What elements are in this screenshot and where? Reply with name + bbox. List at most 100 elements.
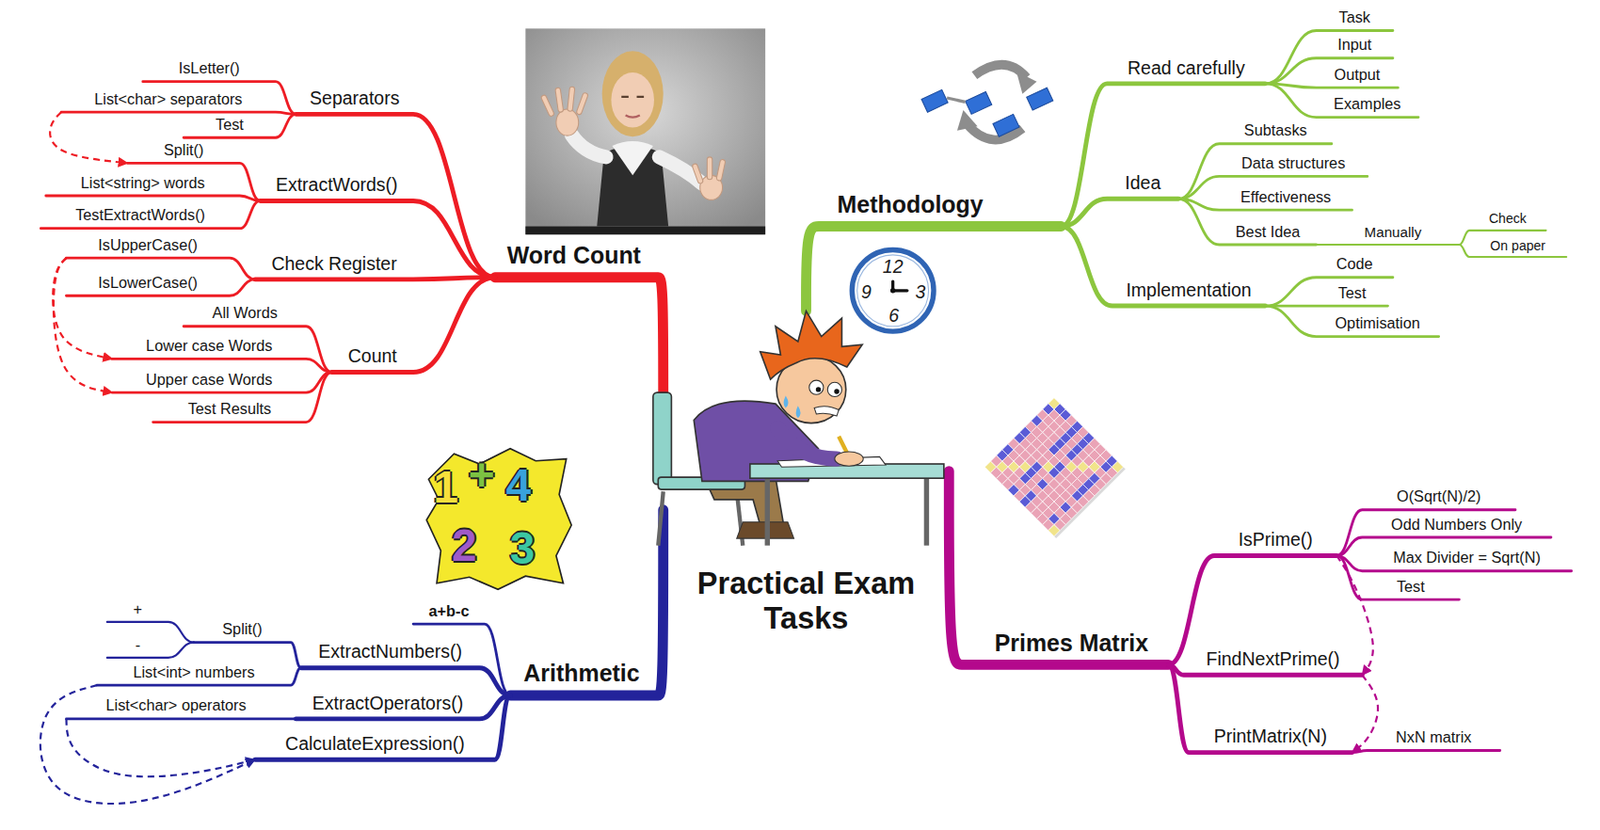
- topic-node: IsPrime(): [1214, 528, 1337, 552]
- topic-node: List<char> operators: [65, 695, 286, 717]
- leaf-text: List<char> operators: [105, 696, 246, 716]
- branch-line: [1264, 83, 1419, 118]
- branch-line: [948, 471, 1168, 666]
- girl-photo-part: [571, 134, 607, 158]
- girl-photo-part: [691, 162, 704, 184]
- student-cartoon: [653, 310, 944, 545]
- topic-node: Primes Matrix: [974, 628, 1168, 659]
- main-topic-text: Primes Matrix: [994, 629, 1149, 658]
- topic-node: List<char> separators: [61, 89, 276, 111]
- girl-photo-part: [602, 50, 664, 137]
- topic-node: IsUpperCase(): [65, 235, 229, 256]
- clock-numeral: 6: [888, 306, 899, 326]
- girl-photo-part: [556, 109, 579, 136]
- process-icon-part: [1026, 87, 1054, 111]
- numbers-clipart-part: [426, 448, 572, 591]
- process-icon-part: [965, 92, 992, 115]
- clipart-digit: 1: [433, 464, 460, 511]
- branch-line: [1264, 31, 1393, 84]
- branch-line: [61, 112, 296, 114]
- topic-node: Max Divider = Sqrt(N): [1361, 547, 1571, 569]
- student-cartoon-part: [924, 478, 929, 546]
- leaf-text: Test Results: [188, 400, 272, 419]
- topic-node: FindNextPrime(): [1184, 647, 1363, 672]
- subtopic-text: ExtractOperators(): [312, 692, 464, 715]
- clipart-digit: +: [468, 452, 496, 498]
- topic-node: a+b-c: [413, 601, 485, 623]
- girl-photo-part: [612, 141, 654, 176]
- clock-icon-part: [857, 255, 929, 327]
- branch-line: [107, 622, 194, 643]
- girl-photo: [525, 28, 766, 235]
- girl-photo-part: [555, 87, 564, 113]
- leaf-text: Lower case Words: [145, 336, 272, 356]
- topic-node: ExtractOperators(): [295, 691, 480, 716]
- topic-node: On paper: [1469, 237, 1567, 256]
- leaf-text: Test: [215, 115, 244, 135]
- topic-node: IsLowerCase(): [65, 272, 229, 294]
- leaf-text: Split(): [222, 620, 262, 640]
- student-cartoon-part: [760, 310, 863, 380]
- topic-node: Manually: [1326, 223, 1459, 242]
- leaf-text: NxN matrix: [1395, 728, 1472, 748]
- student-cartoon-part: [777, 428, 837, 460]
- girl-photo-part: [540, 86, 726, 200]
- branch-line: [1264, 277, 1393, 306]
- leaf-text: +: [133, 600, 144, 620]
- topic-node: Effectiveness: [1219, 187, 1353, 208]
- clock-numeral: 9: [861, 283, 872, 303]
- topic-node: O(Sqrt(N)/2): [1361, 486, 1516, 508]
- student-cartoon-part: [814, 406, 839, 416]
- girl-photo-part: [525, 226, 766, 236]
- branch-line: [1316, 243, 1460, 246]
- prime-grid-shadow: [987, 400, 1126, 539]
- leaf-text: Max Divider = Sqrt(N): [1392, 548, 1541, 568]
- branch-line: [107, 642, 194, 658]
- branch-line: [255, 277, 496, 280]
- topic-node: Split(): [128, 140, 240, 161]
- branch-line: [1264, 58, 1393, 84]
- branch-line: [1168, 664, 1352, 752]
- topic-node: Subtasks: [1219, 120, 1332, 142]
- dependency-arrow: [65, 719, 256, 777]
- topic-node: Input: [1316, 34, 1393, 56]
- branch-line: [259, 200, 495, 277]
- topic-node: Separators: [295, 86, 414, 111]
- leaf-text: IsUpperCase(): [97, 236, 198, 256]
- leaf-text: On paper: [1489, 238, 1546, 255]
- topic-node: Data structures: [1219, 153, 1368, 175]
- student-cartoon-part: [827, 382, 842, 397]
- leaf-text: IsLetter(): [178, 59, 240, 79]
- branch-line: [112, 358, 332, 372]
- subtopic-text: Check Register: [271, 253, 397, 275]
- subtopic-text: ExtractNumbers(): [318, 640, 463, 663]
- main-topic-text: Word Count: [507, 241, 641, 271]
- subtopic-text: Idea: [1124, 172, 1161, 194]
- process-icon-part: [921, 89, 948, 112]
- leaf-text: Effectiveness: [1240, 188, 1331, 208]
- topic-node: +: [107, 599, 169, 621]
- topic-node: Test: [1361, 576, 1459, 598]
- dependency-arrow: [49, 112, 128, 163]
- student-cartoon-part: [816, 386, 821, 392]
- subtopic-text: FindNextPrime(): [1206, 648, 1341, 671]
- topic-node: IsLetter(): [143, 58, 276, 80]
- branch-line: [510, 510, 664, 696]
- subtopic-text: ExtractWords(): [275, 174, 399, 196]
- connector-group: [40, 31, 1572, 805]
- clock-icon-part: [851, 249, 934, 332]
- leaf-text: Split(): [163, 141, 204, 160]
- subtopic-text: PrintMatrix(N): [1214, 725, 1328, 748]
- leaf-text: a+b-c: [429, 602, 470, 622]
- topic-node: Code: [1316, 254, 1393, 275]
- topic-node: Read carefully: [1106, 56, 1265, 80]
- subtopic-text: Separators: [309, 87, 400, 110]
- prime-grid-illustration: [984, 398, 1123, 537]
- topic-node: Test: [1316, 283, 1389, 304]
- branch-line: [495, 277, 664, 409]
- leaf-text: Subtasks: [1244, 121, 1308, 141]
- topic-node: Upper case Words: [112, 369, 306, 391]
- clock-numeral: 3: [914, 283, 926, 303]
- dependency-arrow: [52, 257, 112, 359]
